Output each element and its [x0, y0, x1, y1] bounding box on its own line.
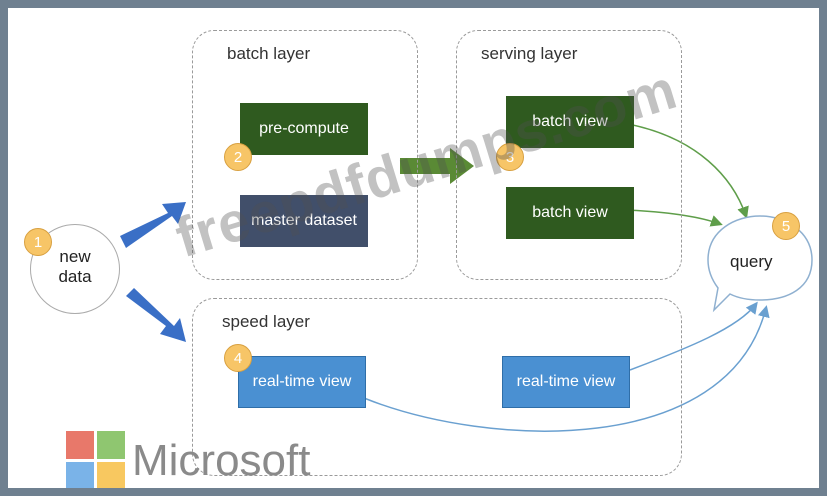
- diagram-canvas: batch layer pre-compute master dataset 2…: [8, 8, 819, 488]
- arrow-to-serving: [400, 148, 474, 184]
- master-dataset-box: master dataset: [240, 195, 368, 247]
- batch-view-2-box: batch view: [506, 187, 634, 239]
- connector-batch-view-2-query: [627, 209, 723, 227]
- connector-realtime-2-query: [629, 301, 758, 371]
- step-2-badge: 2: [224, 143, 252, 171]
- new-data-node: new data: [30, 224, 120, 314]
- realtime-view-2-box: real-time view: [502, 356, 630, 408]
- speed-layer-panel: [192, 298, 682, 476]
- batch-view-1-box: batch view: [506, 96, 634, 148]
- microsoft-logo-icon: [66, 431, 125, 488]
- serving-layer-panel: [456, 30, 682, 280]
- connector-realtime-1-query: [363, 305, 770, 432]
- step-3-badge: 3: [496, 143, 524, 171]
- arrow-to-batch: [120, 202, 186, 248]
- step-5-badge: 5: [772, 212, 800, 240]
- query-label: query: [730, 252, 773, 271]
- speed-layer-title: speed layer: [222, 312, 310, 331]
- pre-compute-box: pre-compute: [240, 103, 368, 155]
- batch-layer-title: batch layer: [227, 44, 311, 63]
- step-1-badge: 1: [24, 228, 52, 256]
- serving-layer-title: serving layer: [481, 44, 578, 63]
- step-4-badge: 4: [224, 344, 252, 372]
- connector-batch-view-1-query: [627, 123, 749, 219]
- new-data-line1: new: [59, 247, 91, 266]
- microsoft-logo-text: Microsoft: [132, 436, 311, 485]
- new-data-line2: data: [58, 267, 92, 286]
- batch-layer-panel: [192, 30, 418, 280]
- arrow-to-speed: [126, 288, 186, 342]
- realtime-view-1-box: real-time view: [238, 356, 366, 408]
